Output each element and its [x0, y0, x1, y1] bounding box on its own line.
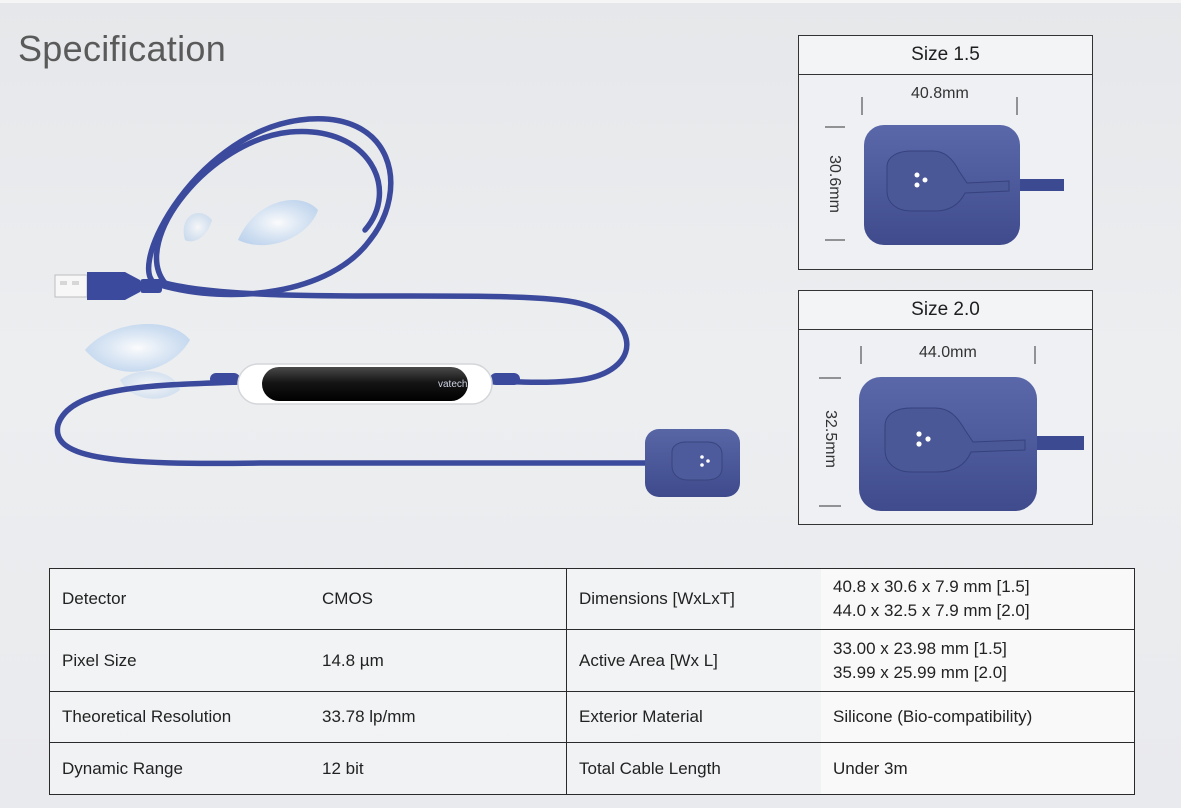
spec-value: CMOS: [310, 568, 567, 630]
spec-value-line: 33.00 x 23.98 mm [1.5]: [833, 638, 1007, 658]
spec-value-line: Under 3m: [833, 758, 908, 778]
spec-label: Exterior Material: [566, 691, 821, 743]
usb-plug: [54, 272, 162, 300]
sensor-device-image: vatech: [54, 116, 740, 497]
spec-table: Detector CMOS Dimensions [WxLxT] 40.8 x …: [49, 568, 1135, 795]
cable: [54, 116, 663, 467]
table-row: Theoretical Resolution 33.78 lp/mm Exter…: [49, 691, 1135, 743]
spec-value-line: 35.99 x 25.99 mm [2.0]: [833, 662, 1007, 682]
spec-label: Pixel Size: [49, 629, 310, 692]
spec-value: 14.8 µm: [310, 629, 567, 692]
height-dimension: 30.6mm: [825, 155, 843, 213]
sensor-diagram: [819, 346, 1084, 511]
product-illustration: vatech: [0, 80, 800, 550]
width-dimension: 40.8mm: [911, 85, 969, 102]
spec-value-line: 44.0 x 32.5 x 7.9 mm [2.0]: [833, 601, 1030, 620]
spec-label: Active Area [Wx L]: [566, 629, 821, 692]
spec-label: Dynamic Range: [49, 742, 310, 795]
table-row: Detector CMOS Dimensions [WxLxT] 40.8 x …: [49, 568, 1135, 630]
spec-label: Detector: [49, 568, 310, 630]
sensor-head: [645, 429, 740, 497]
size-1-5-panel: Size 1.5 40.8mm 30.6mm: [798, 35, 1093, 270]
size-1-5-title: Size 1.5: [799, 36, 1092, 75]
spec-label: Theoretical Resolution: [49, 691, 310, 743]
width-dimension: 44.0mm: [919, 344, 977, 361]
size-2-0-title: Size 2.0: [799, 291, 1092, 330]
spec-value-line: 40.8 x 30.6 x 7.9 mm [1.5]: [833, 577, 1030, 596]
spec-value: 12 bit: [310, 742, 567, 795]
top-edge: [0, 0, 1181, 3]
size-2-0-diagram: 44.0mm 32.5mm: [799, 330, 1092, 524]
spec-value: 40.8 x 30.6 x 7.9 mm [1.5] 44.0 x 32.5 x…: [821, 568, 1135, 630]
size-1-5-diagram: 40.8mm 30.6mm: [799, 75, 1092, 269]
page-title: Specification: [18, 28, 227, 69]
spec-value: Silicone (Bio-compatibility): [821, 691, 1135, 743]
spec-value: 33.78 lp/mm: [310, 691, 567, 743]
table-row: Pixel Size 14.8 µm Active Area [Wx L] 33…: [49, 629, 1135, 692]
size-2-0-panel: Size 2.0 44.0mm 32.5mm: [798, 290, 1093, 525]
spec-value-line: Silicone (Bio-compatibility): [833, 707, 1033, 726]
brand-logo: vatech: [438, 379, 467, 390]
spec-value: 33.00 x 23.98 mm [1.5] 35.99 x 25.99 mm …: [821, 629, 1135, 692]
sensor-diagram: [825, 97, 1064, 245]
control-box: vatech: [210, 363, 520, 405]
height-dimension: 32.5mm: [821, 410, 839, 468]
spec-label: Total Cable Length: [566, 742, 821, 795]
table-row: Dynamic Range 12 bit Total Cable Length …: [49, 742, 1135, 795]
spec-label: Dimensions [WxLxT]: [566, 568, 821, 630]
spec-value: Under 3m: [821, 742, 1135, 795]
